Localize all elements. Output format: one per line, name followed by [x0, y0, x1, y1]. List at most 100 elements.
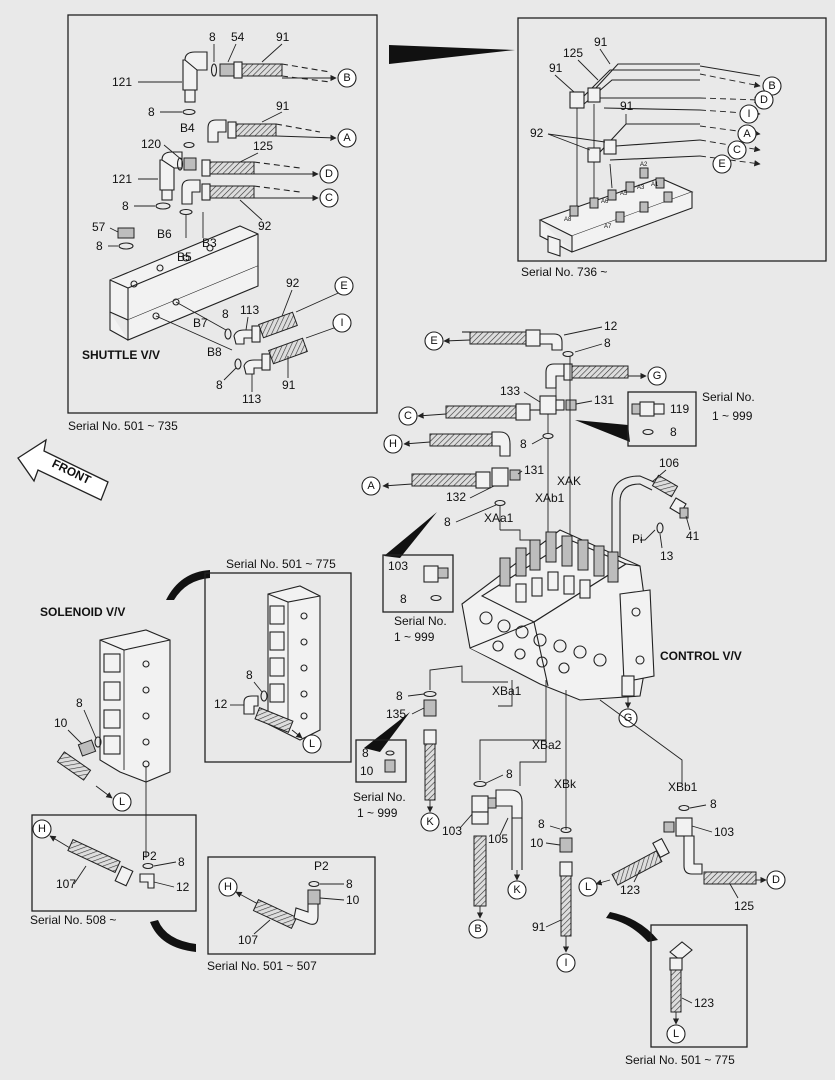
svg-text:Serial No.: Serial No. [394, 614, 447, 628]
label-8: 8 [148, 105, 155, 119]
svg-text:103: 103 [442, 824, 462, 838]
svg-text:C: C [325, 192, 333, 204]
svg-text:A: A [343, 132, 351, 144]
svg-text:H: H [38, 823, 46, 835]
svg-text:XBa1: XBa1 [492, 684, 522, 698]
label-121: 121 [112, 172, 132, 186]
svg-text:123: 123 [694, 996, 714, 1010]
circle-L-4: L [666, 1024, 686, 1044]
svg-text:XAb1: XAb1 [535, 491, 565, 505]
svg-text:B: B [474, 923, 481, 935]
svg-text:8: 8 [710, 797, 717, 811]
circle-B-1: B [337, 68, 357, 88]
serial-box-103: 103 8 [382, 554, 454, 613]
svg-text:A8: A8 [564, 217, 572, 223]
svg-text:119: 119 [670, 402, 689, 416]
svg-text:8: 8 [400, 592, 407, 606]
svg-text:8: 8 [604, 336, 611, 350]
svg-text:91: 91 [620, 99, 634, 113]
label-92: 92 [258, 219, 272, 233]
svg-text:A5: A5 [620, 191, 628, 197]
svg-text:8: 8 [520, 437, 527, 451]
svg-text:133: 133 [500, 384, 520, 398]
label-125: 125 [253, 139, 273, 153]
label-92: 92 [286, 276, 300, 290]
svg-text:8: 8 [178, 855, 185, 869]
control-valve-body [461, 529, 655, 701]
circle-E-1: E [334, 276, 354, 296]
svg-text:I: I [340, 317, 343, 329]
serial-box-123: L 123 [650, 924, 748, 1048]
svg-text:Serial No.: Serial No. [702, 390, 755, 404]
shuttle-alt-frame [517, 17, 827, 262]
svg-text:C: C [404, 410, 412, 422]
serial-501-775-a: Serial No. 501 ~ 775 [226, 557, 336, 571]
svg-text:107: 107 [56, 877, 76, 891]
svg-text:XAK: XAK [557, 474, 581, 488]
solenoid-alt-box: L 8 12 [204, 572, 352, 763]
svg-text:132: 132 [446, 490, 466, 504]
circle-A-3: A [361, 476, 381, 496]
svg-text:105: 105 [488, 832, 508, 846]
circle-I-3: I [556, 953, 576, 973]
svg-text:P2: P2 [314, 859, 329, 873]
circle-E-2: E [712, 154, 732, 174]
svg-text:91: 91 [532, 920, 546, 934]
svg-text:13: 13 [660, 549, 674, 563]
control-bottom-lines: XBa1 8 135 K XBa2 8 103 105 B K X [386, 665, 786, 973]
shuttle-title: SHUTTLE V/V [82, 348, 160, 362]
svg-text:135: 135 [386, 707, 406, 721]
circle-L-2: L [112, 792, 132, 812]
svg-text:131: 131 [524, 463, 544, 477]
port-B5: B5 [177, 250, 192, 264]
label-91: 91 [276, 99, 290, 113]
svg-text:XBk: XBk [554, 777, 577, 791]
circle-L-1: L [578, 877, 598, 897]
shuttle-frame [67, 14, 378, 414]
svg-text:L: L [309, 738, 315, 750]
circle-H-1: H [383, 434, 403, 454]
svg-text:41: 41 [686, 529, 700, 543]
svg-text:XBb1: XBb1 [668, 780, 698, 794]
circle-C-2: C [727, 140, 747, 160]
svg-text:8: 8 [396, 689, 403, 703]
svg-text:10: 10 [530, 836, 544, 850]
svg-text:A7: A7 [604, 224, 612, 230]
circle-D-2: D [754, 90, 774, 110]
svg-text:I: I [564, 957, 567, 969]
svg-text:8: 8 [76, 696, 83, 710]
serial-501-775-b: Serial No. 501 ~ 775 [625, 1053, 735, 1067]
control-top-lines: E 12 8 G 133 131 C H 8 [361, 319, 667, 545]
svg-text:107: 107 [238, 933, 258, 947]
label-91: 91 [282, 378, 296, 392]
svg-text:125: 125 [734, 899, 754, 913]
serial-501-735: Serial No. 501 ~ 735 [68, 419, 178, 433]
callout-arrow-top [389, 45, 515, 64]
control-title: CONTROL V/V [660, 649, 742, 663]
circle-D-1: D [319, 164, 339, 184]
label-8: 8 [122, 199, 129, 213]
svg-text:91: 91 [594, 35, 608, 49]
svg-text:D: D [760, 94, 768, 106]
svg-text:D: D [772, 874, 780, 886]
svg-text:SOLENOID V/V: SOLENOID V/V [40, 605, 125, 619]
circle-H-3: H [218, 877, 238, 897]
svg-text:1 ~ 999: 1 ~ 999 [357, 806, 398, 820]
port-B8: B8 [207, 345, 222, 359]
svg-text:8: 8 [538, 817, 545, 831]
label-8: 8 [216, 378, 223, 392]
svg-text:E: E [718, 158, 725, 170]
svg-text:H: H [389, 438, 397, 450]
svg-text:91: 91 [549, 61, 563, 75]
svg-text:8: 8 [346, 877, 353, 891]
circle-K-1: K [420, 812, 440, 832]
circle-H-2: H [32, 819, 52, 839]
label-8: 8 [96, 239, 103, 253]
solenoid-501-507-box: H 107 P2 8 10 [207, 856, 376, 955]
circle-L-3: L [302, 734, 322, 754]
label-54: 54 [231, 30, 245, 44]
svg-text:131: 131 [594, 393, 614, 407]
label-113: 113 [242, 392, 261, 406]
svg-text:A: A [743, 128, 751, 140]
front-arrow: FRONT [17, 438, 109, 501]
